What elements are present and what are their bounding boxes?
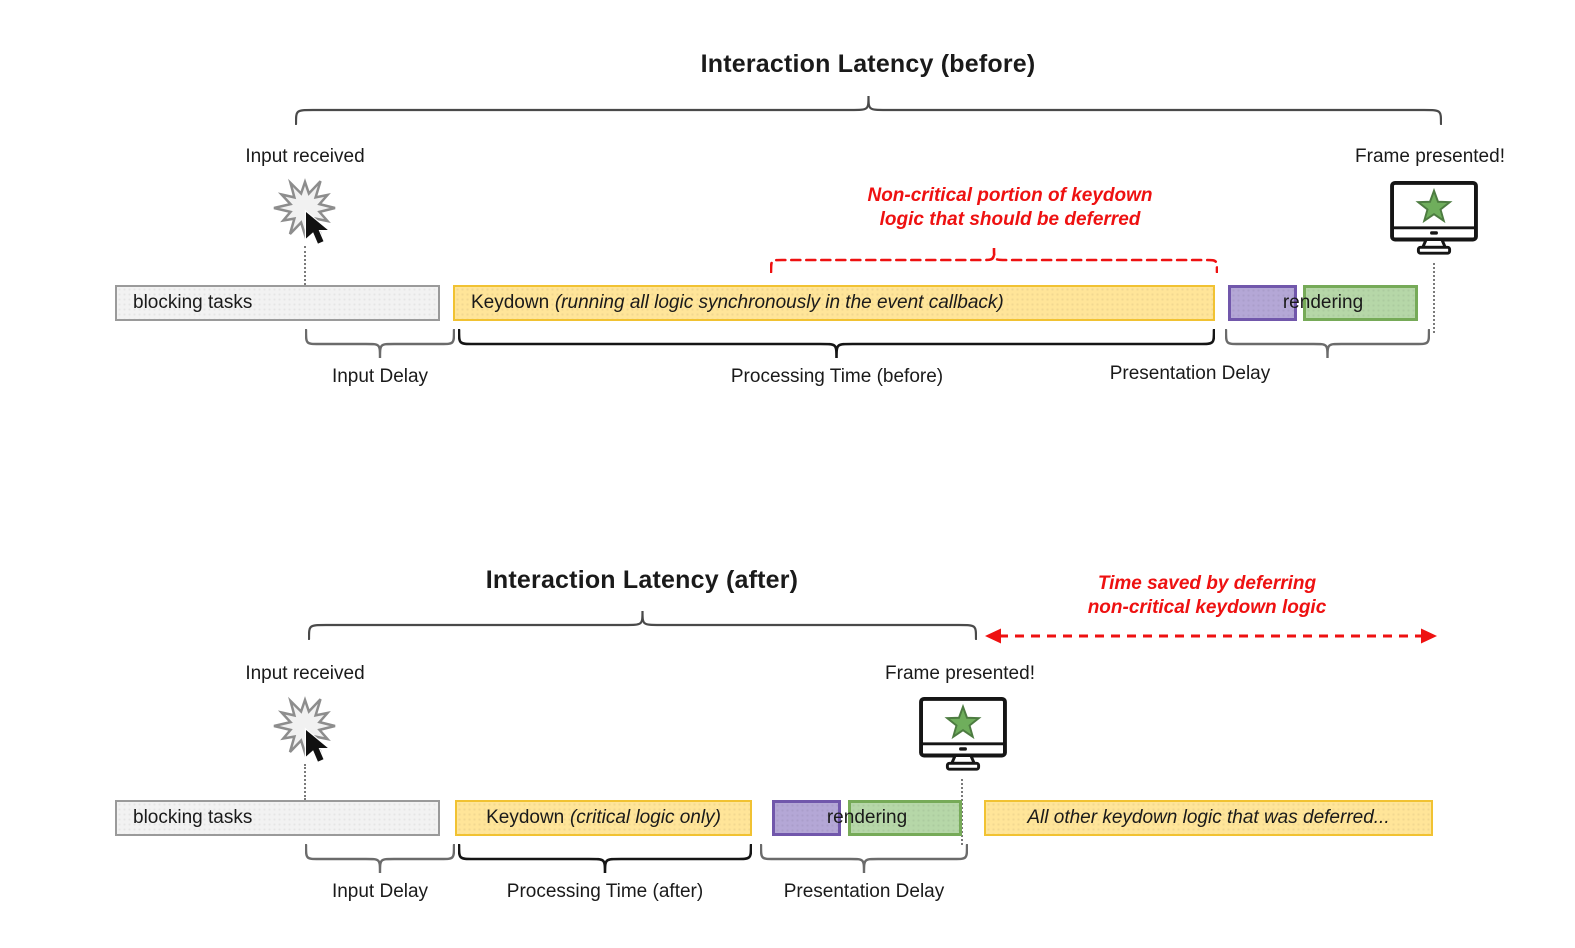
before-keydown-detail: (running all logic synchronously in the … (554, 292, 1004, 313)
after-frame-connector-line (961, 779, 963, 845)
mouse-cursor-icon (304, 727, 332, 764)
after-title: Interaction Latency (after) (485, 566, 799, 594)
before-title-brace (295, 95, 1442, 125)
before-processing-label: Processing Time (before) (730, 366, 944, 387)
before-input-connector-line (304, 246, 306, 285)
after-input-delay-label: Input Delay (331, 881, 429, 902)
after-presentation-label: Presentation Delay (783, 881, 945, 902)
star-icon (1415, 187, 1453, 224)
before-rendering-green-bar (1303, 285, 1418, 321)
after-processing-label: Processing Time (after) (506, 881, 704, 902)
after-deferred-label: All other keydown logic that was deferre… (1027, 807, 1390, 828)
after-rendering-green-bar (848, 800, 962, 836)
before-frame-connector-line (1433, 263, 1435, 333)
before-deferred-note-line1: Non-critical portion of keydown (867, 185, 1153, 206)
before-keydown-bar: Keydown (running all logic synchronously… (453, 285, 1215, 321)
click-burst-icon (273, 178, 336, 246)
after-title-brace (308, 610, 977, 640)
after-input-connector-line (304, 764, 306, 800)
after-processing-brace (458, 844, 752, 874)
after-blocking-tasks-bar: blocking tasks (115, 800, 440, 836)
after-keydown-label: Keydown (486, 807, 565, 828)
before-deferred-note-line2: logic that should be deferred (879, 209, 1141, 230)
after-keydown-bar: Keydown (critical logic only) (455, 800, 752, 836)
after-time-saved-line2: non-critical keydown logic (1087, 597, 1327, 618)
monitor-icon (1390, 180, 1478, 255)
mouse-cursor-icon (304, 209, 332, 246)
time-saved-arrow (985, 627, 1437, 645)
before-rendering-purple-bar (1228, 285, 1297, 321)
before-blocking-tasks-label: blocking tasks (133, 292, 253, 313)
arrowhead-left-icon (985, 628, 1001, 644)
before-input-received-label: Input received (245, 146, 365, 167)
after-input-received-label: Input received (245, 663, 365, 684)
click-burst-icon (273, 696, 336, 764)
before-input-delay-brace (305, 329, 455, 359)
after-rendering-purple-bar (772, 800, 841, 836)
before-deferred-note: Non-critical portion of keydown logic th… (765, 184, 1255, 232)
before-input-delay-label: Input Delay (331, 366, 429, 387)
after-blocking-tasks-label: blocking tasks (133, 807, 253, 828)
before-processing-brace (458, 329, 1215, 359)
before-title: Interaction Latency (before) (700, 50, 1036, 78)
before-presentation-label: Presentation Delay (1109, 363, 1271, 384)
after-input-delay-brace (305, 844, 455, 874)
after-time-saved-note: Time saved by deferring non-critical key… (982, 572, 1432, 620)
after-keydown-detail: (critical logic only) (569, 807, 721, 828)
after-time-saved-line1: Time saved by deferring (1097, 573, 1317, 594)
monitor-icon (919, 696, 1007, 771)
before-blocking-tasks-bar: blocking tasks (115, 285, 440, 321)
before-deferred-brace (770, 247, 1218, 273)
arrowhead-right-icon (1421, 628, 1437, 644)
after-frame-presented-label: Frame presented! (885, 663, 1035, 684)
star-icon (944, 703, 982, 740)
before-frame-presented-label: Frame presented! (1355, 146, 1505, 167)
after-deferred-bar: All other keydown logic that was deferre… (984, 800, 1433, 836)
before-presentation-brace (1225, 329, 1430, 359)
after-presentation-brace (760, 844, 968, 874)
before-keydown-label: Keydown (471, 292, 550, 313)
